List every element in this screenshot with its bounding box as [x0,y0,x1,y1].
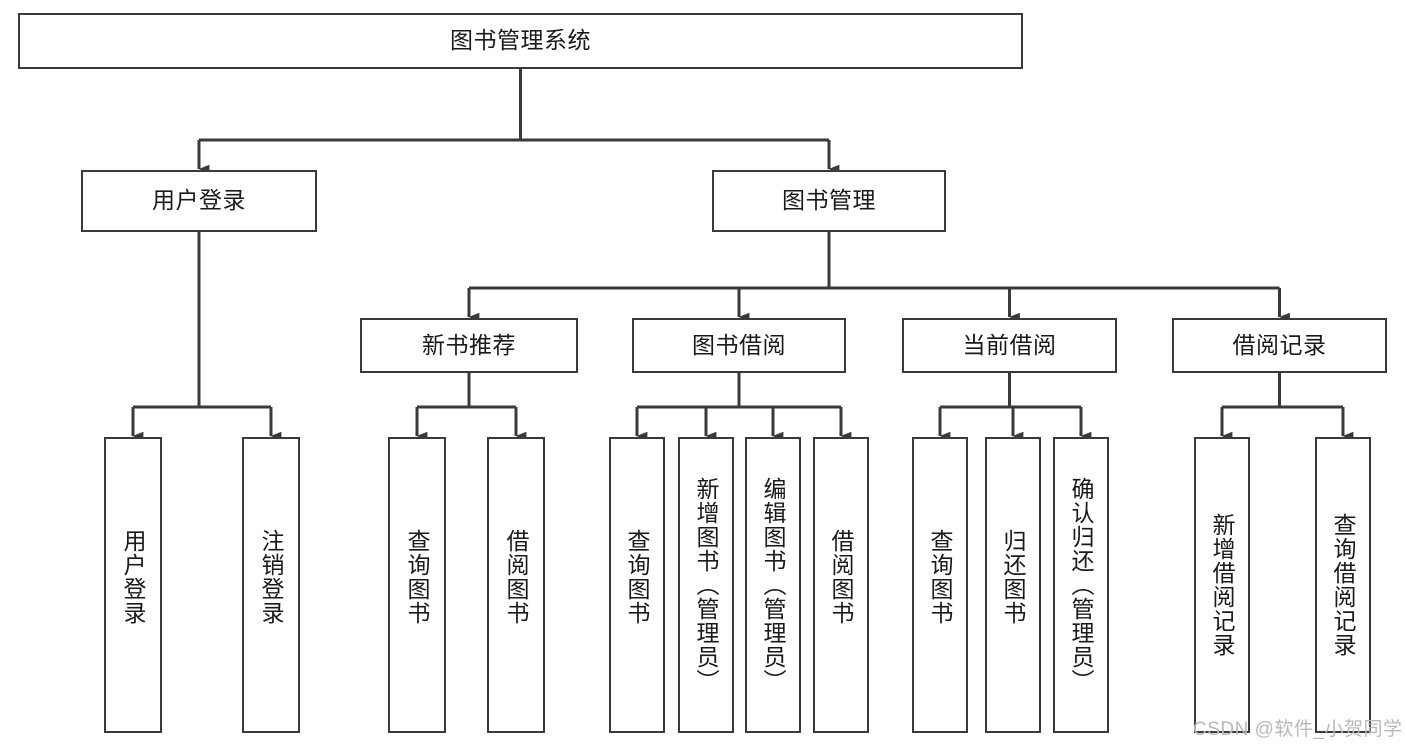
leaf-bb-add-book[interactable]: 新增图书（管理员） [678,437,734,733]
leaf-br-query-record-label: 查询借阅记录 [1330,513,1357,657]
leaf-cb-return-book-label: 归还图书 [1000,529,1027,625]
leaf-br-add-record[interactable]: 新增借阅记录 [1194,437,1250,733]
node-new-book-recommend-label: 新书推荐 [422,331,516,358]
node-user-login-label: 用户登录 [152,187,246,214]
leaf-bb-borrow-book[interactable]: 借阅图书 [813,437,869,733]
leaf-logout[interactable]: 注销登录 [242,437,300,733]
node-borrow-record-label: 借阅记录 [1232,331,1327,358]
leaf-cb-query-book-label: 查询图书 [927,529,954,625]
leaf-nbr-borrow-book-label: 借阅图书 [503,529,530,625]
node-current-borrow-label: 当前借阅 [962,331,1057,358]
node-book-management-label: 图书管理 [782,187,876,214]
node-root-label: 图书管理系统 [450,27,591,54]
leaf-nbr-query-book-label: 查询图书 [404,529,431,625]
leaf-cb-query-book[interactable]: 查询图书 [912,437,968,733]
node-new-book-recommend[interactable]: 新书推荐 [360,318,578,373]
node-user-login[interactable]: 用户登录 [81,170,317,232]
node-current-borrow[interactable]: 当前借阅 [902,318,1117,373]
leaf-cb-confirm-return[interactable]: 确认归还（管理员） [1053,437,1109,733]
node-book-borrow[interactable]: 图书借阅 [632,318,846,373]
leaf-bb-query-book[interactable]: 查询图书 [609,437,665,733]
node-root[interactable]: 图书管理系统 [18,13,1023,69]
node-book-borrow-label: 图书借阅 [692,331,786,358]
leaf-cb-confirm-return-label: 确认归还（管理员） [1068,477,1095,693]
leaf-bb-edit-book-label: 编辑图书（管理员） [760,477,787,693]
leaf-bb-borrow-book-label: 借阅图书 [828,529,855,625]
node-book-management[interactable]: 图书管理 [712,170,946,232]
leaf-nbr-borrow-book[interactable]: 借阅图书 [487,437,545,733]
leaf-nbr-query-book[interactable]: 查询图书 [388,437,446,733]
leaf-cb-return-book[interactable]: 归还图书 [985,437,1041,733]
leaf-user-login-label: 用户登录 [120,529,147,625]
leaf-user-login[interactable]: 用户登录 [104,437,162,733]
node-borrow-record[interactable]: 借阅记录 [1172,318,1387,373]
leaf-br-add-record-label: 新增借阅记录 [1209,513,1236,657]
leaf-br-query-record[interactable]: 查询借阅记录 [1315,437,1371,733]
leaf-logout-label: 注销登录 [258,529,285,625]
leaf-bb-add-book-label: 新增图书（管理员） [693,477,720,693]
leaf-bb-query-book-label: 查询图书 [624,529,651,625]
leaf-bb-edit-book[interactable]: 编辑图书（管理员） [745,437,801,733]
